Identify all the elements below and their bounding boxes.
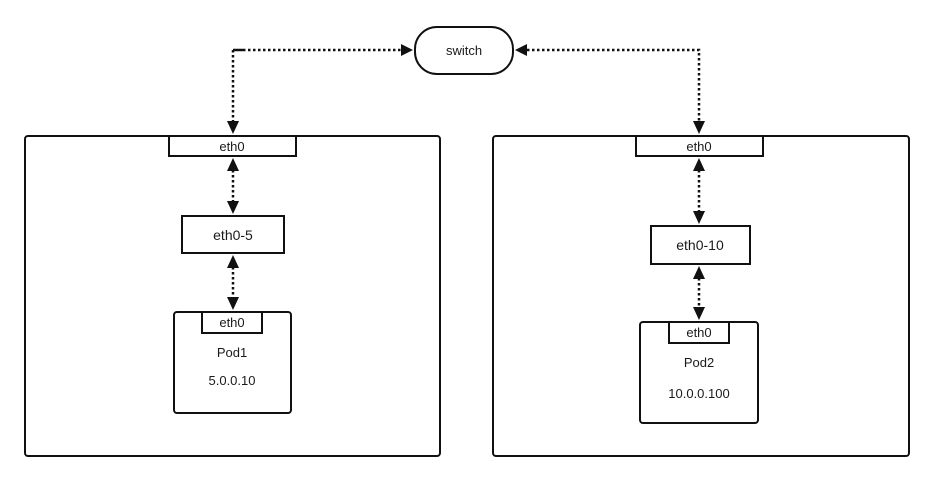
host-2-eth0-label: eth0 <box>686 139 711 154</box>
host-2-veth-label: eth0-10 <box>676 237 724 253</box>
pod-2-ip: 10.0.0.100 <box>668 386 729 401</box>
switch-node <box>414 26 514 75</box>
host-1-eth0 <box>168 135 297 157</box>
pod-2-name: Pod2 <box>684 355 714 370</box>
link-switch-host-2 <box>527 48 701 121</box>
arrow-to-switch-right <box>515 44 527 56</box>
arrow-up-host-1-veth <box>227 255 239 268</box>
pod-2-eth0-label: eth0 <box>686 325 711 340</box>
host-2-eth0 <box>635 135 764 157</box>
arrow-down-pod-1 <box>227 297 239 310</box>
arrow-down-pod-2 <box>693 307 705 320</box>
arrow-to-switch-left <box>401 44 413 56</box>
host-1-eth0-label: eth0 <box>219 139 244 154</box>
arrow-up-host-1-eth0 <box>227 158 239 171</box>
link-switch-host-1 <box>231 48 243 121</box>
arrow-up-host-2-eth0 <box>693 158 705 171</box>
arrow-down-host-1-veth <box>227 201 239 214</box>
pod-1-eth0-label: eth0 <box>219 315 244 330</box>
host-1-veth-label: eth0-5 <box>213 227 253 243</box>
arrow-down-host-2-veth <box>693 211 705 224</box>
pod-1-eth0 <box>201 311 263 334</box>
switch-label: switch <box>446 43 482 58</box>
pod-2-eth0 <box>668 321 730 344</box>
arrow-to-host-1-eth0 <box>227 121 239 134</box>
host-1-veth <box>181 215 285 254</box>
arrow-up-host-2-veth <box>693 266 705 279</box>
pod-1-name: Pod1 <box>217 345 247 360</box>
pod-1-ip: 5.0.0.10 <box>209 373 256 388</box>
host-2-veth <box>650 225 751 265</box>
arrow-to-host-2-eth0 <box>693 121 705 134</box>
